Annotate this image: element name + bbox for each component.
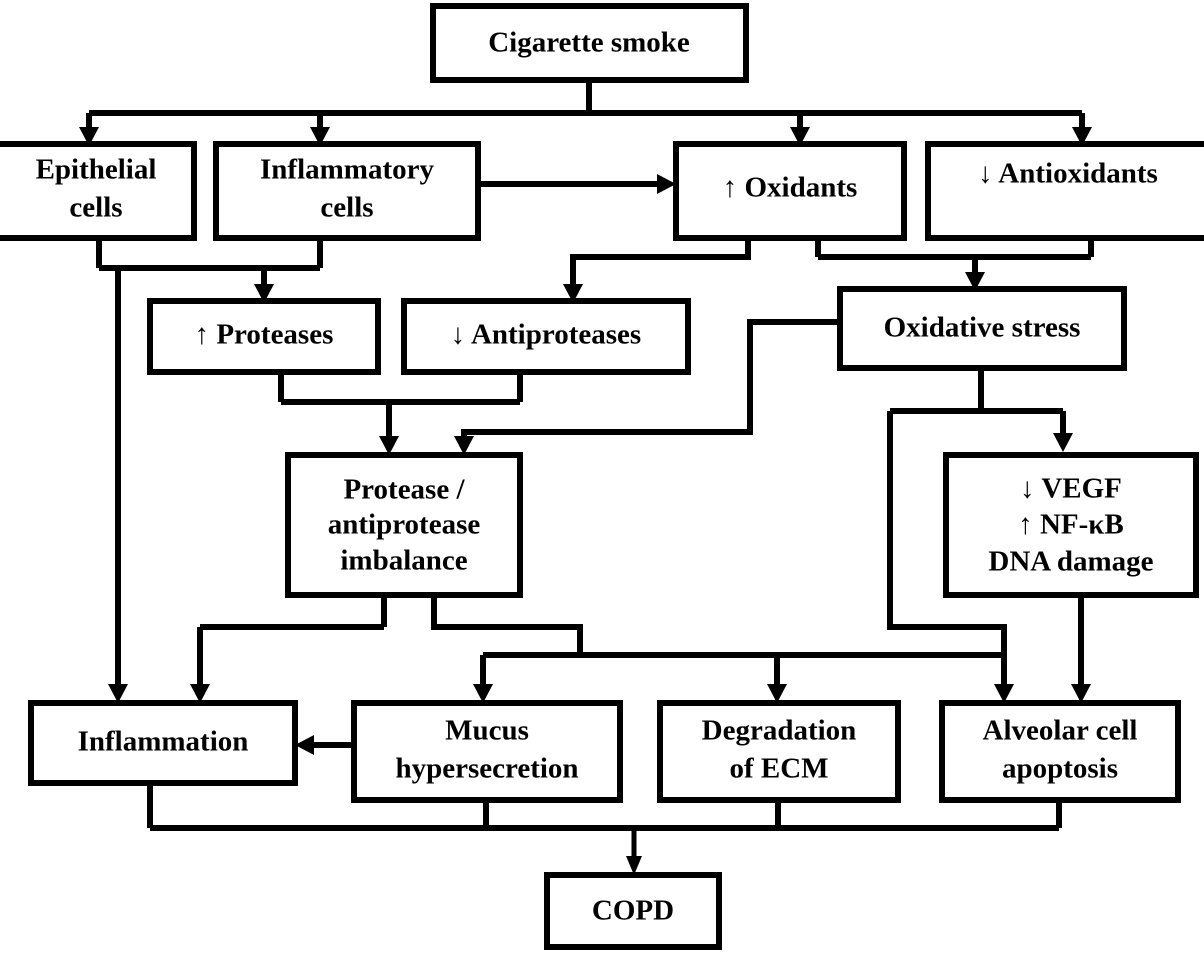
arrowhead-vegf — [1053, 433, 1073, 452]
node-oxidants-box[interactable] — [673, 141, 907, 241]
arrowhead-proteases — [254, 284, 274, 303]
node-oxidants-label: ↑ Oxidants — [723, 172, 858, 204]
node-antiproteases-box[interactable] — [401, 298, 691, 375]
node-dna-damage-label: DNA damage — [988, 546, 1153, 578]
arrowhead-imbalance-right — [454, 436, 474, 455]
edge-imbalance-drop-right — [431, 595, 583, 655]
node-proteases-label: ↑ Proteases — [195, 319, 334, 351]
arrowhead-mucus — [473, 684, 493, 703]
arrowhead-oxidants-left — [657, 174, 676, 194]
arrowhead-inflammation-from-mucus — [295, 735, 314, 755]
node-copd-label: COPD — [592, 895, 674, 927]
node-oxidative-stress[interactable]: Oxidative stress — [837, 286, 1127, 371]
node-ecm-label-line2: of ECM — [729, 753, 828, 785]
node-apoptosis-label-line2: apoptosis — [1002, 753, 1118, 785]
node-epithelial-cells-label-line1: Epithelial — [36, 154, 157, 186]
node-nfkb-label: ↑ NF-κB — [1018, 509, 1124, 541]
node-proteases-box[interactable] — [147, 298, 381, 375]
node-inflammation-label: Inflammation — [78, 726, 249, 758]
arrowhead-oxidants-top — [790, 127, 810, 146]
arrowhead-ecm — [767, 684, 787, 703]
edge-oxidants-to-antiproteases — [570, 238, 751, 290]
arrowhead-inflammatory — [310, 127, 330, 146]
node-imbalance-box[interactable] — [285, 452, 523, 598]
node-mucus-label-line1: Mucus — [445, 715, 529, 747]
node-imbalance[interactable]: Protease / antiprotease imbalance — [285, 452, 523, 598]
node-antioxidants-label: ↓ Antioxidants — [978, 158, 1158, 190]
arrowhead-inflammation-left — [108, 684, 128, 703]
node-ecm-box[interactable] — [657, 700, 901, 803]
node-inflammatory-cells-label-line2: cells — [320, 192, 373, 224]
node-mucus-box[interactable] — [351, 700, 623, 803]
node-apoptosis-label-line1: Alveolar cell — [983, 715, 1138, 747]
edge-oxidative-to-imbalance — [461, 319, 840, 442]
node-imbalance-label-line1: Protease / — [343, 474, 465, 506]
node-vegf-nfkb-dna[interactable]: ↓ VEGF ↑ NF-κB DNA damage — [943, 452, 1199, 598]
arrowhead-inflammation-right — [190, 684, 210, 703]
node-imbalance-label-line3: imbalance — [340, 545, 467, 577]
arrowhead-apoptosis-left — [994, 684, 1014, 703]
node-antiproteases[interactable]: ↓ Antiproteases — [401, 298, 691, 375]
node-ecm-label-line1: Degradation — [702, 715, 857, 747]
node-cigarette-smoke-label: Cigarette smoke — [488, 27, 690, 59]
node-oxidative-stress-box[interactable] — [837, 286, 1127, 371]
node-antiproteases-label: ↓ Antiproteases — [451, 319, 641, 351]
node-copd-box[interactable] — [544, 872, 722, 950]
node-epithelial-cells[interactable]: Epithelial cells — [0, 141, 197, 241]
node-cigarette-smoke[interactable]: Cigarette smoke — [430, 3, 749, 83]
node-oxidative-stress-label: Oxidative stress — [884, 312, 1081, 344]
node-ecm[interactable]: Degradation of ECM — [657, 700, 901, 803]
edge-layer — [79, 80, 1094, 875]
arrowhead-imbalance-left — [379, 436, 399, 455]
arrowhead-apoptosis-right — [1071, 684, 1091, 703]
node-mucus-label-line2: hypersecretion — [395, 753, 578, 785]
arrowhead-copd — [626, 856, 642, 875]
node-apoptosis[interactable]: Alveolar cell apoptosis — [939, 700, 1181, 803]
node-vegf-label: ↓ VEGF — [1020, 473, 1122, 505]
node-imbalance-label-line2: antiprotease — [328, 509, 481, 541]
node-epithelial-cells-label-line2: cells — [69, 192, 122, 224]
arrowhead-antiproteases — [563, 284, 583, 303]
node-inflammation-box[interactable] — [28, 700, 298, 786]
arrowhead-antioxidants — [1072, 127, 1092, 146]
node-inflammation[interactable]: Inflammation — [28, 700, 298, 786]
node-proteases[interactable]: ↑ Proteases — [147, 298, 381, 375]
node-copd[interactable]: COPD — [544, 872, 722, 950]
arrowhead-epithelial — [79, 127, 99, 146]
node-mucus[interactable]: Mucus hypersecretion — [351, 700, 623, 803]
node-inflammatory-cells-box[interactable] — [213, 141, 481, 241]
node-inflammatory-cells[interactable]: Inflammatory cells — [213, 141, 481, 241]
node-apoptosis-box[interactable] — [939, 700, 1181, 803]
node-antioxidants-box[interactable] — [925, 141, 1204, 241]
node-inflammatory-cells-label-line1: Inflammatory — [260, 154, 434, 186]
node-antioxidants[interactable]: ↓ Antioxidants — [925, 141, 1204, 241]
node-oxidants[interactable]: ↑ Oxidants — [673, 141, 907, 241]
arrowhead-oxidative-stress — [965, 272, 985, 291]
node-epithelial-cells-box[interactable] — [0, 141, 197, 241]
node-cigarette-smoke-box[interactable] — [430, 3, 749, 83]
node-vegf-nfkb-dna-box[interactable] — [943, 452, 1199, 598]
